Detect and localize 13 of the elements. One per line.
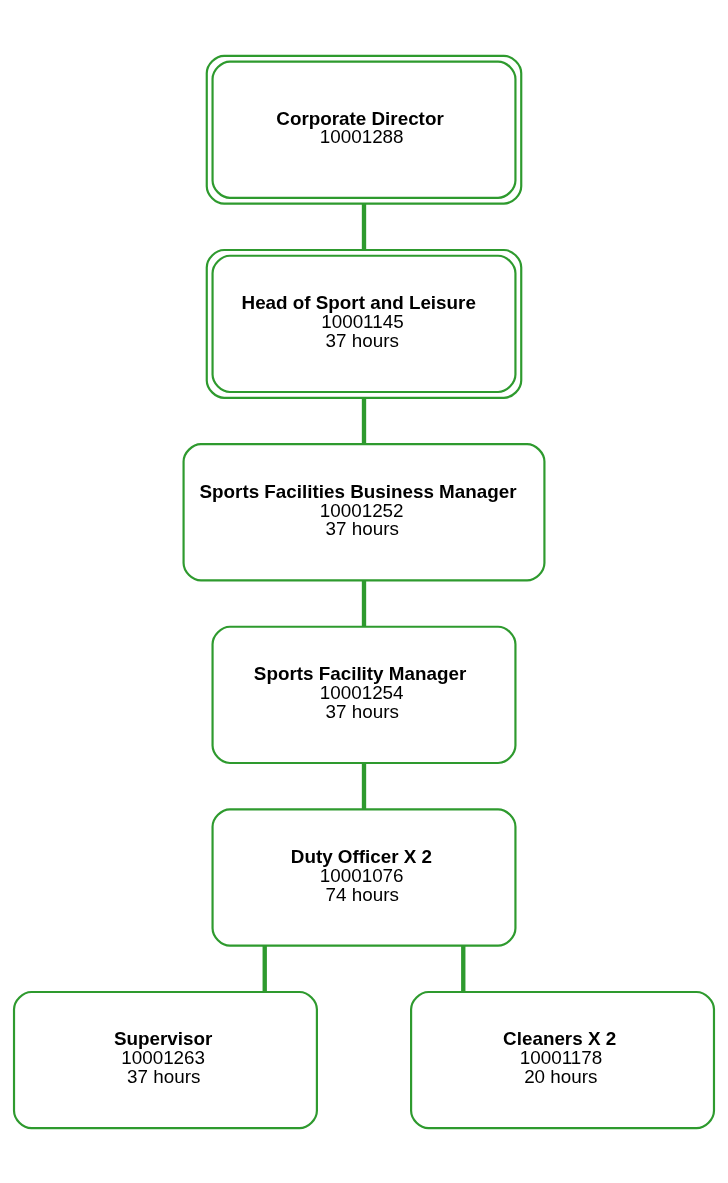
- connector: [361, 762, 367, 809]
- node-box: Sports Facility Manager 10001254 37 hours: [211, 625, 517, 764]
- connector: [361, 580, 367, 627]
- node-box: Corporate Director 10001288: [205, 54, 523, 205]
- connector: [461, 945, 466, 992]
- connector: [361, 397, 367, 444]
- node-box: Duty Officer X 2 10001076 74 hours: [211, 807, 517, 947]
- node-box: Head of Sport and Leisure 10001145 37 hours: [205, 248, 523, 399]
- node-box: Sports Facilities Business Manager 10001252 37 hours: [182, 442, 546, 581]
- node-box: Supervisor 10001263 37 hours: [12, 990, 318, 1129]
- connector: [262, 945, 267, 992]
- node-box: Cleaners X 2 10001178 20 hours: [410, 990, 716, 1129]
- connector: [361, 203, 367, 249]
